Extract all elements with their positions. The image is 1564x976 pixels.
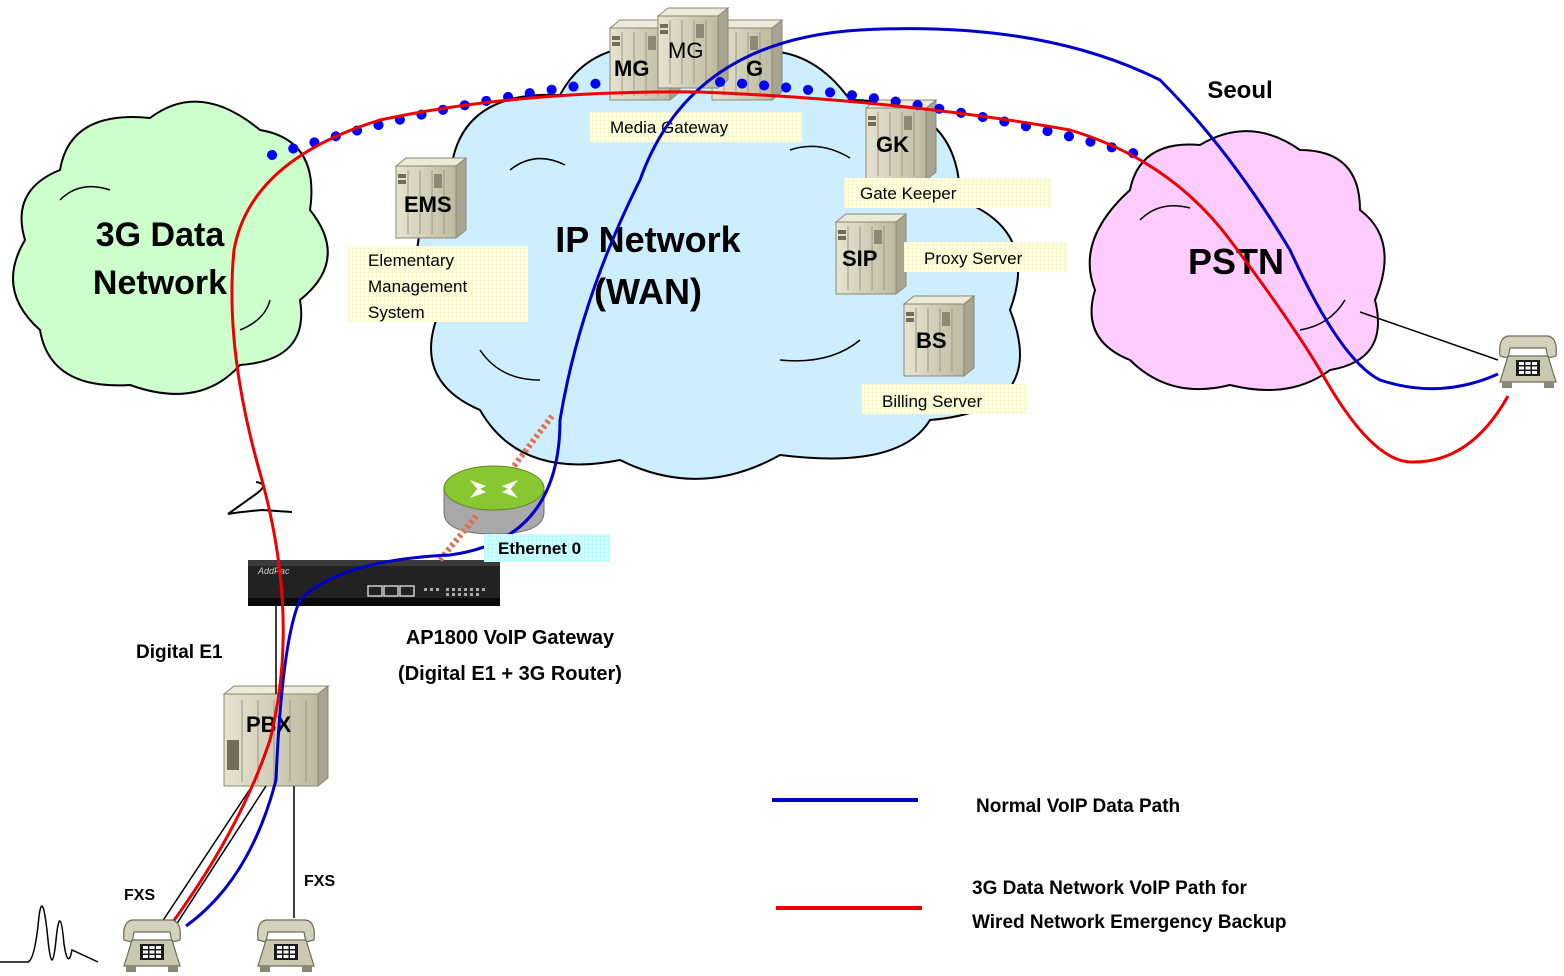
- ems-server: EMS: [395, 157, 467, 239]
- media-gateway-server-group: G MG MG: [609, 7, 783, 101]
- billing-server: BS: [903, 295, 975, 377]
- billing-server-caption: Billing Server: [862, 384, 1028, 414]
- sip-proxy-server: SIP: [835, 213, 907, 295]
- fxs-left-label: FXS: [124, 887, 155, 904]
- mg-server-right-label: G: [746, 56, 763, 81]
- ip-cloud-label-line1: IP Network: [555, 219, 741, 260]
- gatekeeper-server: GK: [865, 99, 937, 181]
- legend-backup-line1: 3G Data Network VoIP Path for: [972, 878, 1247, 899]
- gk-server-label: GK: [876, 132, 909, 157]
- ems-caption-line2: Management: [368, 277, 468, 296]
- pbx-to-phone-link-b: [175, 785, 267, 926]
- router: [443, 465, 545, 535]
- device-brand-label: AddPac: [257, 566, 290, 576]
- pstn-cloud: [1088, 130, 1386, 391]
- ap1800-voip-gateway-device: AddPac: [248, 560, 500, 606]
- 3g-cloud-label-line2: Network: [93, 264, 227, 302]
- proxy-server-caption: Proxy Server: [904, 242, 1068, 272]
- bs-server-label: BS: [916, 328, 947, 353]
- ems-server-label: EMS: [404, 192, 452, 217]
- fxs-right-label: FXS: [304, 873, 335, 890]
- 3g-cloud-label-line1: 3G Data: [96, 216, 226, 254]
- mg-server-front-label: MG: [614, 56, 649, 81]
- gate-keeper-caption: Gate Keeper: [844, 178, 1052, 208]
- gate-keeper-caption-text: Gate Keeper: [860, 184, 957, 203]
- legend: Normal VoIP Data Path 3G Data Network Vo…: [772, 796, 1286, 933]
- phone-fxs-left: [123, 919, 181, 973]
- media-gateway-caption: Media Gateway: [590, 112, 802, 142]
- 3g-data-network-cloud: [12, 100, 329, 395]
- ethernet-link: [437, 414, 555, 562]
- media-gateway-caption-text: Media Gateway: [610, 118, 729, 137]
- legend-normal-label: Normal VoIP Data Path: [976, 796, 1180, 817]
- gateway-label-line2: (Digital E1 + 3G Router): [398, 663, 622, 685]
- backup-3g-voip-path: [168, 90, 1510, 927]
- gateway-label-line1: AP1800 VoIP Gateway: [406, 627, 615, 649]
- phone-pstn: [1499, 335, 1557, 389]
- mg-server-back-label: MG: [668, 38, 703, 63]
- ethernet-0-text: Ethernet 0: [498, 539, 581, 558]
- digital-e1-label: Digital E1: [136, 642, 223, 663]
- ethernet-0-label: Ethernet 0: [484, 534, 610, 562]
- ems-caption: Elementary Management System: [348, 246, 528, 322]
- ems-caption-line3: System: [368, 303, 425, 322]
- pstn-to-phone-link: [1359, 311, 1499, 361]
- normal-voip-path: [185, 27, 1499, 928]
- pbx-to-phone-link-a: [159, 785, 253, 926]
- sip-server-label: SIP: [842, 246, 877, 271]
- ip-cloud-label-line2: (WAN): [594, 271, 702, 312]
- legend-backup-line2: Wired Network Emergency Backup: [972, 912, 1286, 933]
- pbx-label: PBX: [246, 712, 292, 737]
- wireless-link-icon: [227, 481, 293, 515]
- ems-caption-line1: Elementary: [368, 251, 454, 270]
- phone-fxs-right: [257, 919, 315, 973]
- proxy-server-caption-text: Proxy Server: [924, 249, 1023, 268]
- router-arrows-icon: [470, 480, 518, 498]
- billing-server-caption-text: Billing Server: [882, 392, 982, 411]
- seoul-label: Seoul: [1207, 77, 1272, 104]
- waveform-icon: [0, 905, 99, 963]
